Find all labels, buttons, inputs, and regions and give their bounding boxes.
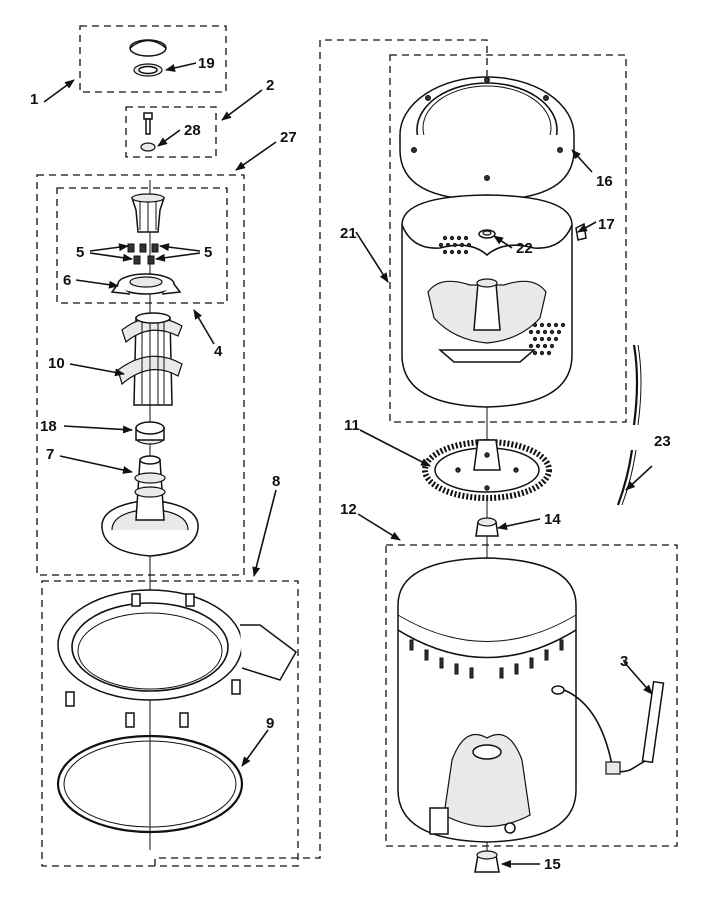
basket-perforations — [438, 235, 566, 356]
drive-block-11 — [422, 439, 552, 501]
callout-7: 7 — [46, 446, 54, 463]
callout-15: 15 — [544, 856, 561, 873]
group-box-27 — [36, 174, 245, 576]
callout-5-left: 5 — [76, 244, 84, 261]
bolt-28 — [140, 112, 156, 152]
agitator-base-7 — [101, 455, 199, 557]
callout-6: 6 — [63, 272, 71, 289]
callout-17: 17 — [598, 216, 615, 233]
group-box-16-21 — [389, 54, 627, 423]
callout-22: 22 — [516, 240, 533, 257]
cap-assembly-19 — [129, 39, 167, 77]
cam-ring-6 — [110, 273, 182, 295]
callout-2: 2 — [266, 77, 274, 94]
clip-17 — [575, 222, 587, 241]
group-connector-line — [154, 39, 488, 866]
callout-1: 1 — [30, 91, 38, 108]
wash-basket-21 — [401, 194, 573, 408]
callout-10: 10 — [48, 355, 65, 372]
gasket-9 — [56, 734, 244, 834]
callout-5-right: 5 — [204, 244, 212, 261]
callout-23: 23 — [654, 433, 671, 450]
group-box-12 — [385, 544, 678, 847]
nut-14 — [475, 517, 499, 537]
callout-18: 18 — [40, 418, 57, 435]
group-box-4 — [56, 187, 228, 304]
group-box-2 — [125, 106, 217, 158]
callout-27: 27 — [280, 129, 297, 146]
hose-3 — [563, 680, 665, 775]
callout-12: 12 — [340, 501, 357, 518]
outer-tub-12 — [397, 557, 577, 843]
callout-11: 11 — [344, 417, 360, 434]
callout-labels: 1 19 2 28 27 5 5 6 4 10 18 7 8 9 16 17 2… — [30, 55, 671, 873]
callout-3: 3 — [620, 653, 628, 670]
agitator-dogs-5 — [127, 243, 159, 265]
leader-arrows — [43, 62, 653, 868]
strip-23 — [616, 344, 642, 506]
callout-4: 4 — [214, 343, 223, 360]
callout-28: 28 — [184, 122, 201, 139]
callout-19: 19 — [198, 55, 215, 72]
callout-9: 9 — [266, 715, 274, 732]
spanner-nut-22 — [478, 229, 496, 239]
callout-21: 21 — [340, 225, 357, 242]
callout-16: 16 — [596, 173, 613, 190]
group-box-1 — [79, 25, 227, 93]
nut-15 — [474, 850, 500, 873]
bearing-18 — [135, 421, 165, 445]
balance-ring-16 — [399, 76, 575, 201]
callout-14: 14 — [544, 511, 561, 528]
agitator-auger-10 — [117, 312, 183, 406]
callout-8: 8 — [272, 473, 280, 490]
agitator-cam-4 — [130, 193, 166, 233]
tub-ring-8 — [57, 589, 297, 728]
tub-slots — [409, 639, 564, 679]
group-box-8 — [41, 580, 299, 867]
